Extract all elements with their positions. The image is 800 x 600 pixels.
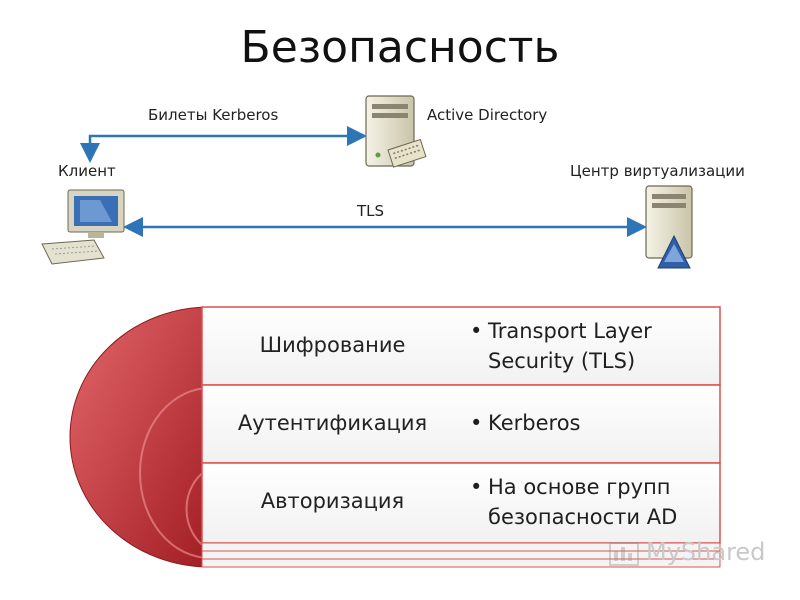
page-title: Безопасность [240,22,560,73]
decorative-arc [69,306,211,568]
kerberos-tickets-label: Билеты Kerberos [148,106,279,124]
bullet-line: На основе групп [488,475,671,499]
watermark-icon [609,542,639,566]
bullet-authentication: •Kerberos [470,411,581,435]
bullet-encryption: •Transport Layer Security (TLS) [470,319,652,373]
bullet-line: Security (TLS) [488,349,636,373]
ad-server-icon [365,95,427,168]
tls-label: TLS [357,202,385,220]
client-computer-icon [41,189,125,265]
bullet-line: Kerberos [488,411,581,435]
row-authentication [201,384,721,464]
row-label-authorization: Авторизация [260,489,405,513]
row-encryption [201,306,721,386]
row-label-authentication: Аутентификация [237,411,428,435]
virtualization-center-label: Центр виртуализации [570,162,745,180]
active-directory-label: Active Directory [427,106,548,124]
client-label: Клиент [58,162,116,180]
row-authorization [201,462,721,544]
virtualization-server-icon [645,185,693,269]
kerberos-arrow [80,126,367,163]
bullet-authorization: •На основе групп безопасности AD [470,475,678,529]
row-label-encryption: Шифрование [259,333,406,357]
watermark-text: MyShared [646,538,766,566]
bullet-line: безопасности AD [488,505,678,529]
bullet-line: Transport Layer [488,319,652,343]
